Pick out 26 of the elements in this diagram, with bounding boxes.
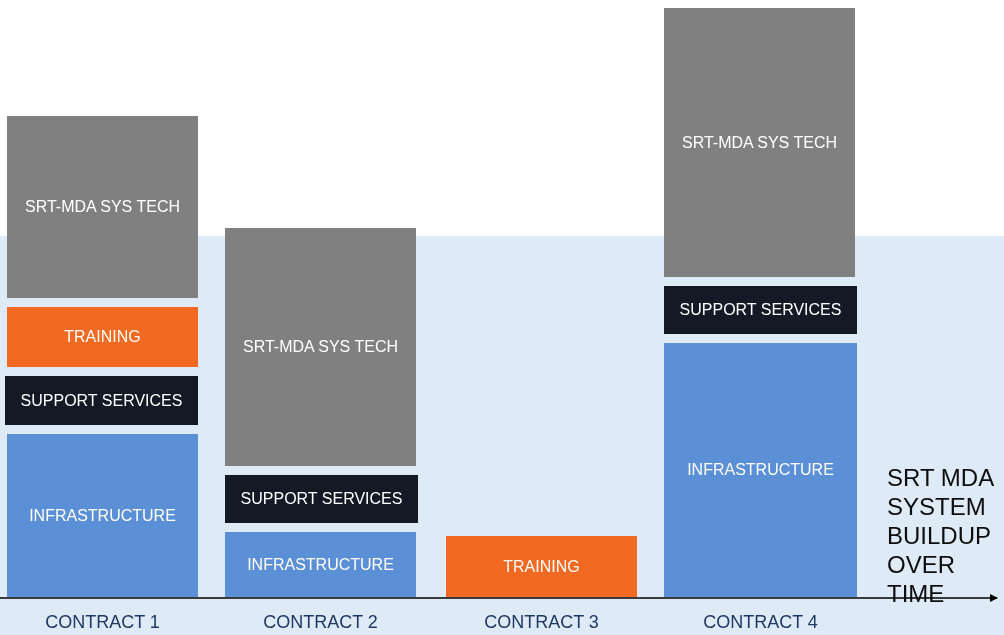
block-label: SUPPORT SERVICES [679,301,842,319]
block-label: INFRASTRUCTURE [29,506,176,525]
block-label: SRT-MDA SYS TECH [682,134,837,152]
support-block [225,475,418,523]
tech-block [7,116,198,298]
support-block [5,376,198,425]
block-label: INFRASTRUCTURE [687,461,834,479]
block-label: TRAINING [64,328,141,346]
contract-label: CONTRACT 4 [702,612,819,633]
block-label: INFRASTRUCTURE [247,555,394,574]
contract-label: CONTRACT 1 [44,612,161,633]
block-label: SUPPORT SERVICES [240,490,403,508]
support-block [664,286,857,334]
infrastructure-block [664,343,857,597]
tech-block [225,228,416,466]
block-label: SRT-MDA SYS TECH [25,198,180,216]
training-block [7,307,198,367]
training-block [446,536,637,597]
block-label: SUPPORT SERVICES [20,391,183,410]
infrastructure-block [7,434,198,597]
block-label: SRT-MDA SYS TECH [243,338,398,356]
tech-block [664,8,855,277]
infrastructure-block [225,532,416,597]
block-label: TRAINING [503,557,580,576]
contract-label: CONTRACT 2 [262,612,379,633]
contract-label: CONTRACT 3 [483,612,600,633]
